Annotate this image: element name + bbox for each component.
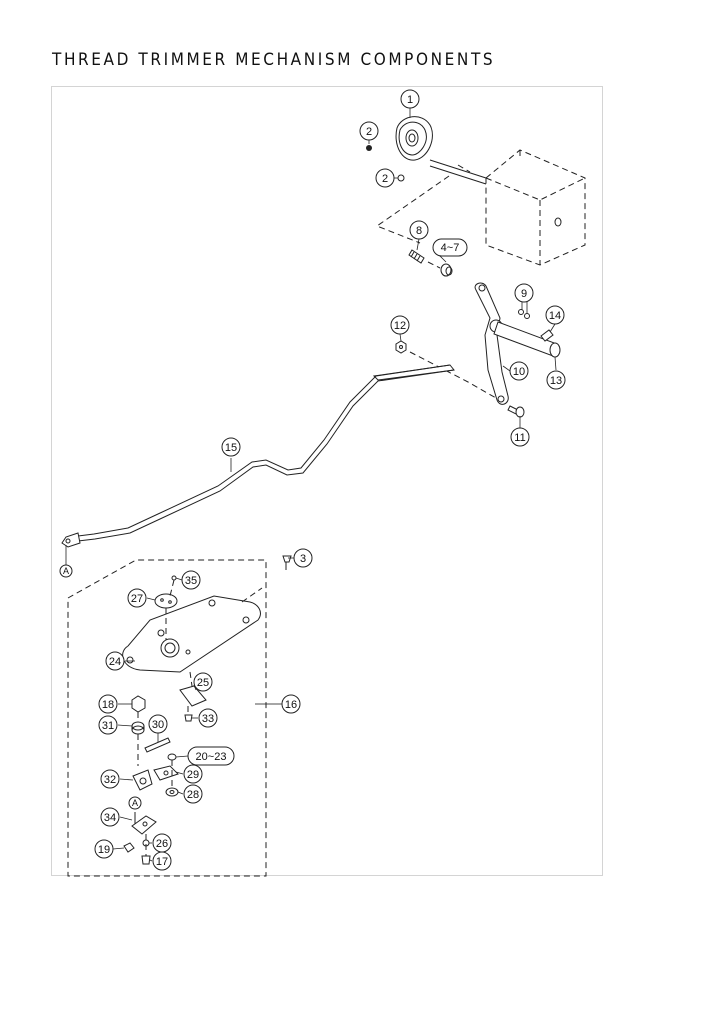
lever-part-10: [474, 282, 509, 405]
svg-text:3: 3: [300, 553, 306, 565]
pin-part-13: [493, 321, 561, 358]
screw-part-35: [171, 575, 177, 581]
callout-26: 26: [152, 833, 172, 853]
svg-text:A: A: [63, 566, 69, 576]
svg-text:29: 29: [187, 769, 199, 781]
svg-text:26: 26: [156, 838, 168, 850]
callout-20-23: 20~23: [187, 746, 235, 766]
callout-34: 34: [100, 807, 120, 827]
callout-10: 10: [509, 361, 529, 381]
svg-text:30: 30: [152, 719, 164, 731]
callout-35: 35: [181, 570, 201, 590]
part-32: [132, 769, 153, 791]
screw-part-14: [540, 329, 554, 342]
svg-text:12: 12: [394, 320, 406, 332]
svg-text:35: 35: [185, 575, 197, 587]
svg-text:13: 13: [550, 375, 562, 387]
svg-text:24: 24: [109, 656, 121, 668]
nut-part-12: [395, 340, 407, 354]
svg-text:31: 31: [102, 720, 114, 732]
callout-19: 19: [94, 839, 114, 859]
disk-part-27: [154, 593, 178, 609]
leader-lines: [65, 108, 557, 862]
callout-9: 9: [514, 283, 534, 303]
callout-A-rod: A: [59, 564, 73, 578]
svg-text:32: 32: [104, 774, 116, 786]
assembly-16-boundary: [67, 559, 267, 877]
callout-3: 3: [293, 548, 313, 568]
svg-text:28: 28: [187, 789, 199, 801]
part-34: [131, 812, 157, 835]
callout-2-upper: 2: [359, 121, 379, 141]
callout-13: 13: [546, 370, 566, 390]
callout-4-7: 4~7: [432, 238, 468, 257]
callout-29: 29: [183, 764, 203, 784]
callout-15: 15: [221, 437, 241, 457]
svg-text:17: 17: [156, 856, 168, 868]
callout-A-plate: A: [128, 796, 142, 810]
callout-32: 32: [100, 769, 120, 789]
screw-part-8: [408, 249, 425, 264]
callout-27: 27: [127, 588, 147, 608]
trimmer-rod-part-15: [61, 364, 455, 548]
part-29: [153, 765, 179, 781]
svg-text:18: 18: [102, 699, 114, 711]
svg-text:9: 9: [521, 288, 527, 300]
callout-2-lower: 2: [375, 168, 395, 188]
svg-text:A: A: [132, 798, 138, 808]
callout-11: 11: [510, 427, 530, 447]
svg-text:16: 16: [285, 699, 297, 711]
svg-text:8: 8: [416, 225, 422, 237]
svg-text:10: 10: [513, 366, 525, 378]
callout-17: 17: [152, 851, 172, 871]
svg-text:15: 15: [225, 442, 237, 454]
callout-16: 16: [281, 694, 301, 714]
motor-assembly: [429, 149, 586, 266]
washer-part-20-23: [167, 753, 177, 761]
svg-text:1: 1: [407, 94, 413, 106]
svg-text:11: 11: [514, 432, 525, 444]
callout-31: 31: [98, 715, 118, 735]
callout-24: 24: [105, 651, 125, 671]
collar-part-31: [131, 721, 145, 735]
set-screw-part-2-lower: [397, 174, 405, 182]
screw-part-3: [282, 555, 292, 570]
washer-part-28: [165, 787, 179, 797]
callout-12: 12: [390, 315, 410, 335]
svg-text:34: 34: [104, 812, 116, 824]
callout-18: 18: [98, 694, 118, 714]
screws-part-9: [518, 309, 530, 319]
cam-wheel-part-1: [395, 116, 433, 161]
callout-33: 33: [198, 708, 218, 728]
svg-text:27: 27: [131, 593, 143, 605]
link-part-30: [144, 737, 171, 753]
screw-part-17: [141, 855, 151, 865]
diagram-frame: [51, 86, 603, 876]
callout-30: 30: [148, 714, 168, 734]
screw-part-33: [184, 714, 193, 722]
callout-1: 1: [400, 89, 420, 109]
svg-text:25: 25: [197, 677, 209, 689]
svg-text:33: 33: [202, 713, 214, 725]
bracket-part-25: [179, 685, 207, 707]
callout-8: 8: [409, 220, 429, 240]
collar-part-4-7: [440, 263, 453, 277]
screw-part-11: [507, 405, 525, 418]
callout-14: 14: [545, 305, 565, 325]
svg-text:2: 2: [366, 126, 372, 138]
svg-text:4~7: 4~7: [441, 242, 460, 254]
callout-25: 25: [193, 672, 213, 692]
knife-plate-part-24: [122, 595, 261, 673]
nut-part-18: [131, 695, 146, 713]
part-19: [123, 842, 135, 853]
set-screw-part-2-upper: [366, 145, 372, 151]
page-title: THREAD TRIMMER MECHANISM COMPONENTS: [52, 50, 496, 70]
svg-text:2: 2: [382, 173, 388, 185]
svg-text:19: 19: [98, 844, 110, 856]
svg-text:14: 14: [549, 310, 561, 322]
svg-text:20~23: 20~23: [196, 751, 227, 763]
callout-28: 28: [183, 784, 203, 804]
